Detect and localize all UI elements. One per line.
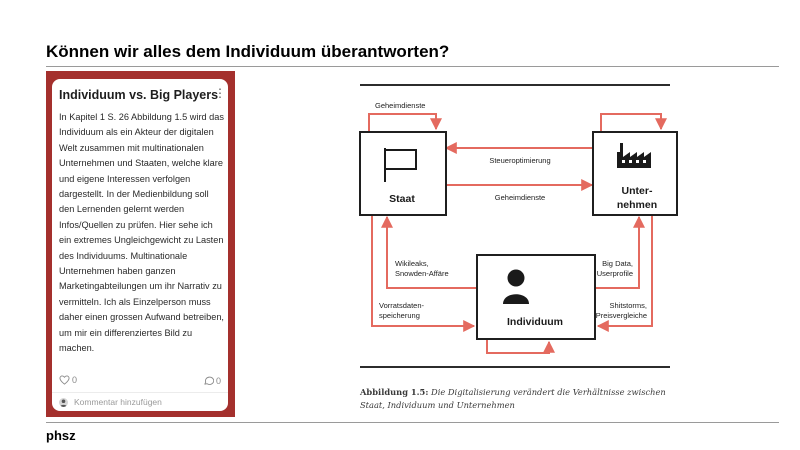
arrow-individuum-to-staat <box>381 215 477 289</box>
figure-caption: Abbildung 1.5: Die Digitalisierung verän… <box>360 386 678 412</box>
node-label-unternehmen-1: Unter- <box>622 185 653 197</box>
label-preisvergleiche: Preisvergleiche <box>596 311 647 320</box>
more-vertical-icon[interactable]: ⋮ <box>214 86 226 100</box>
node-unternehmen <box>592 131 678 216</box>
card-divider <box>52 392 228 393</box>
label-wikileaks: Wikileaks, <box>395 259 429 268</box>
heart-icon <box>59 375 70 385</box>
footer-brand: phsz <box>46 428 76 443</box>
post-body: In Kapitel 1 S. 26 Abbildung 1.5 wird da… <box>59 112 224 354</box>
arrow-unternehmen-loop <box>600 113 667 132</box>
figure-top-rule <box>360 84 670 86</box>
arrow-staat-loop <box>368 113 442 132</box>
post-title: Individuum vs. Big Players <box>59 88 219 102</box>
label-snowden: Snowden-Affäre <box>395 269 449 278</box>
like-count: 0 <box>72 375 78 385</box>
like-button[interactable]: 0 <box>59 375 77 385</box>
label-userprofile: Userprofile <box>597 269 633 278</box>
title-divider <box>46 66 779 67</box>
label-speicherung: speicherung <box>379 311 420 320</box>
figure-bottom-rule <box>360 366 670 368</box>
factory-icon <box>617 143 651 168</box>
label-shitstorms: Shitstorms, <box>609 301 647 310</box>
arrow-individuum-loop <box>486 339 555 354</box>
label-geheimdienste-mid: Geheimdienste <box>495 193 545 202</box>
relationship-diagram: Staat Unter- nehmen Individuum Geheimdie… <box>359 101 678 354</box>
comment-input[interactable]: Kommentar hinzufügen <box>74 397 162 407</box>
comment-button[interactable]: 0 <box>203 375 221 386</box>
comment-icon <box>204 376 214 385</box>
caption-label: Abbildung 1.5: <box>360 387 429 397</box>
node-label-unternehmen-2: nehmen <box>617 199 657 211</box>
factory-windows <box>622 160 646 163</box>
arrow-staat-to-individuum <box>371 214 476 332</box>
user-avatar-icon <box>60 398 67 407</box>
post-card-frame: Individuum vs. Big Players ⋮ In Kapitel … <box>46 71 235 417</box>
node-label-staat: Staat <box>389 193 415 205</box>
person-icon <box>503 269 529 304</box>
label-big-data: Big Data, <box>602 259 633 268</box>
label-steueroptimierung: Steueroptimierung <box>489 156 550 165</box>
footer-divider <box>46 422 779 423</box>
flag-icon <box>384 148 417 182</box>
node-staat <box>359 131 447 216</box>
post-card[interactable]: Individuum vs. Big Players ⋮ In Kapitel … <box>52 79 228 411</box>
slide-title: Können wir alles dem Individuum überantw… <box>46 42 450 61</box>
arrows <box>368 113 667 354</box>
figure: Staat Unter- nehmen Individuum Geheimdie… <box>355 82 680 417</box>
arrow-individuum-to-unternehmen <box>595 215 645 289</box>
node-label-individuum: Individuum <box>507 316 563 328</box>
label-vorratsdaten: Vorratsdaten- <box>379 301 425 310</box>
node-individuum <box>476 254 596 340</box>
comment-row: Kommentar hinzufügen <box>59 397 162 407</box>
comment-count: 0 <box>215 375 221 386</box>
avatar <box>59 397 68 407</box>
label-geheimdienste-top: Geheimdienste <box>375 101 425 110</box>
arrow-unternehmen-to-individuum <box>596 214 653 332</box>
caption-text: Die Digitalisierung verändert die Verhäl… <box>360 387 666 410</box>
post-actions: 0 0 <box>59 375 221 389</box>
